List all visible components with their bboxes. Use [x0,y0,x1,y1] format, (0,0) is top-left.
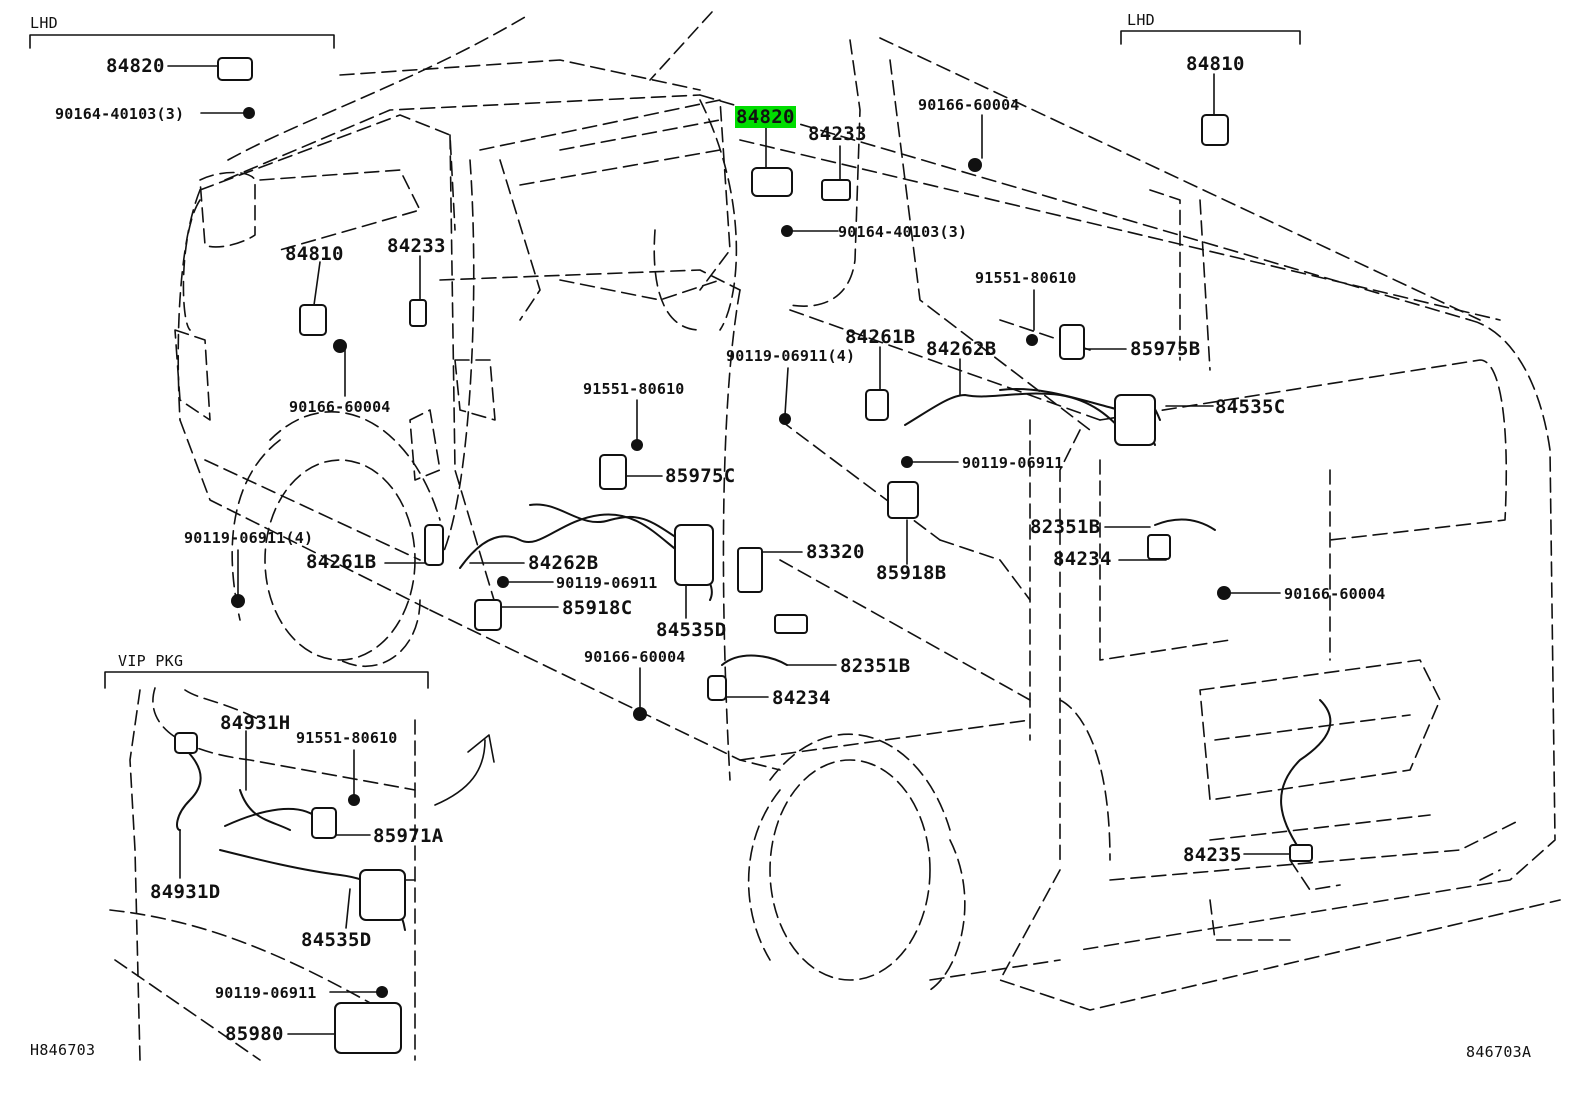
diagram-ref-left: H846703 [30,1041,96,1059]
part-label-85918b[interactable]: 85918B [876,562,947,584]
part-label-85975c[interactable]: 85975C [665,465,736,487]
part-label-84820[interactable]: 84820 [106,55,165,77]
part-label-84261b[interactable]: 84261B [306,551,377,573]
part-label-85975b[interactable]: 85975B [1130,338,1201,360]
part-label-84233[interactable]: 84233 [387,235,446,257]
lhd-left-bracket [29,34,335,49]
part-label-84810[interactable]: 84810 [285,243,344,265]
part-label-84535d[interactable]: 84535D [656,619,727,641]
part-label-82351b[interactable]: 82351B [840,655,911,677]
part-label-90166-60004[interactable]: 90166-60004 [918,96,1020,114]
part-label-84810[interactable]: 84810 [1186,53,1245,75]
part-label-82351b[interactable]: 82351B [1030,516,1101,538]
part-label-84535c[interactable]: 84535C [1215,396,1286,418]
part-label-90119-06911[interactable]: 90119-06911 [962,454,1064,472]
part-label-90164-40103[interactable]: 90164-40103(3) [55,105,185,123]
part-label-90119-06911[interactable]: 90119-06911 [556,574,658,592]
part-label-84261b[interactable]: 84261B [845,326,916,348]
part-label-90119-06911-x4[interactable]: 90119-06911(4) [184,529,314,547]
part-label-84931h[interactable]: 84931H [220,712,291,734]
part-label-85971a[interactable]: 85971A [373,825,444,847]
part-label-84262b[interactable]: 84262B [528,552,599,574]
part-label-84535d[interactable]: 84535D [301,929,372,951]
bolts [231,107,1231,998]
vip-pkg-header: VIP PKG [118,652,184,670]
part-label-90166-60004[interactable]: 90166-60004 [584,648,686,666]
part-label-91551-80610[interactable]: 91551-80610 [975,269,1077,287]
lhd-right-bracket [1120,30,1301,45]
components [174,57,1313,1054]
diagram-ref-right: 846703A [1466,1043,1532,1061]
part-label-90119-06911-x4[interactable]: 90119-06911(4) [726,347,856,365]
part-label-90119-06911[interactable]: 90119-06911 [215,984,317,1002]
part-label-85918c[interactable]: 85918C [562,597,633,619]
part-label-83320[interactable]: 83320 [806,541,865,563]
lhd-left-header: LHD [30,14,58,32]
leader-lines [167,65,1296,1035]
highlight-marker: 84820 [735,106,796,128]
part-label-85980[interactable]: 85980 [225,1023,284,1045]
part-label-84234[interactable]: 84234 [1053,548,1112,570]
part-label-84931d[interactable]: 84931D [150,881,221,903]
part-label-84820-highlighted[interactable]: 84820 [735,106,796,128]
part-label-91551-80610[interactable]: 91551-80610 [583,380,685,398]
van-body [109,11,1561,1061]
part-label-90166-60004[interactable]: 90166-60004 [289,398,391,416]
part-label-91551-80610[interactable]: 91551-80610 [296,729,398,747]
part-label-90166-60004[interactable]: 90166-60004 [1284,585,1386,603]
vip-bracket [104,671,429,689]
part-label-84233[interactable]: 84233 [808,123,867,145]
part-label-84234[interactable]: 84234 [772,687,831,709]
part-label-84262b[interactable]: 84262B [926,338,997,360]
lhd-right-header: LHD [1127,11,1155,29]
part-label-84235[interactable]: 84235 [1183,844,1242,866]
part-label-90164-40103[interactable]: 90164-40103(3) [838,223,968,241]
